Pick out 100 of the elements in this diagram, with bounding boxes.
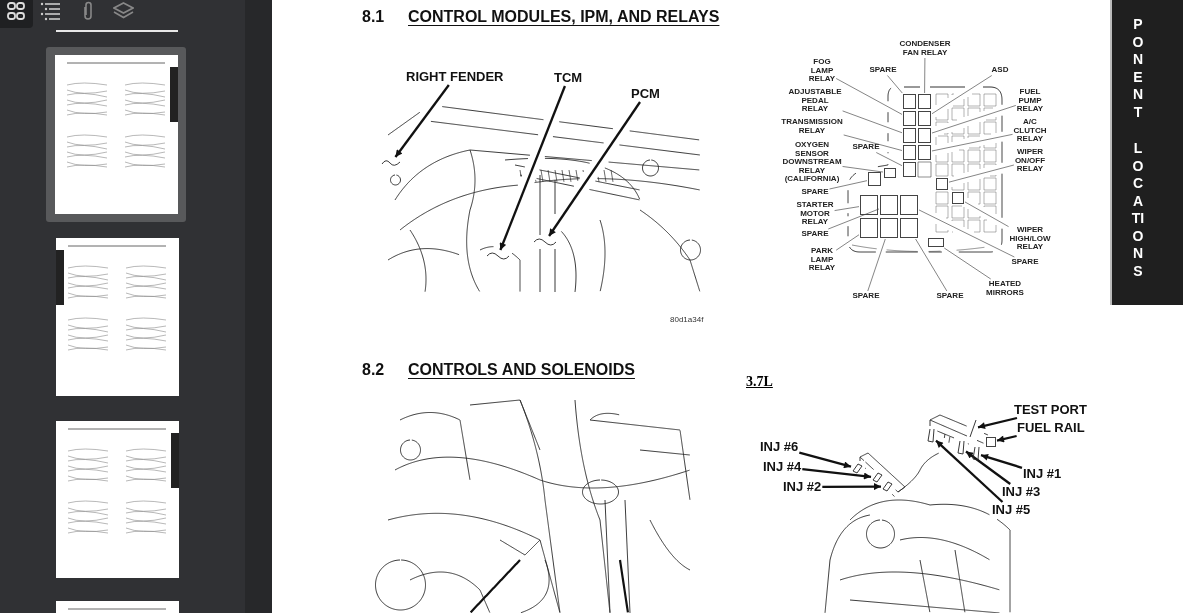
leader-line [931,134,1013,152]
leader-line [915,238,948,292]
callout-label: INJ #6 [760,440,799,454]
leader-arrow [802,468,872,480]
section-tab-text: PONENT [1131,16,1145,121]
part-drawing [486,251,510,261]
callout-label: INJ #5 [992,503,1031,517]
leader-arrow [935,439,1004,503]
callout-label: SPARE [852,143,880,152]
relay-box [918,94,931,109]
leader-line [828,208,880,230]
callout-label: SPARE [801,230,829,239]
relay-box [880,195,898,215]
leader-line [875,152,903,166]
leader-line [918,209,1015,258]
relay-box [903,128,916,143]
part-drawing [872,472,883,483]
leader-line [835,234,860,251]
callout-label: TEST PORT [1014,403,1087,417]
leader-line [931,75,993,114]
relay-box [900,218,918,238]
callout-label: RIGHT FENDER [406,70,504,84]
leader-arrow [977,416,1018,430]
leader-arrow [548,101,641,237]
relay-box [860,195,878,215]
section-tab-text: LOCATIONS [1131,140,1145,280]
callout-label: TRANSMISSION RELAY [781,118,843,135]
callout-label: WIPER HIGH/LOW RELAY [1009,226,1051,252]
leader-arrow [799,451,852,469]
callout-label: SPARE [852,292,880,301]
callout-label: CONDENSER FAN RELAY [899,40,951,57]
callout-label: INJ #3 [1002,485,1041,499]
part-drawing [926,428,935,443]
callout-label: FOG LAMP RELAY [808,58,836,84]
figure-code: 80d1a34f [670,315,704,324]
part-drawing [956,440,965,455]
callout-label: SPARE [936,292,964,301]
leader-line [931,105,1017,134]
relay-box [952,192,964,204]
relay-box [986,437,996,447]
section-heading: CONTROL MODULES, IPM, AND RELAYS [408,8,720,26]
callout-label: A/C CLUTCH RELAY [1013,118,1047,144]
leader-arrow [996,434,1017,443]
part-drawing [882,481,893,492]
relay-box [884,168,896,178]
leader-arrow [980,453,1023,469]
section-number: 8.1 [362,8,385,26]
relay-box [903,111,916,126]
relay-box [918,145,931,160]
leader-line [842,166,884,173]
section-heading: CONTROLS AND SOLENOIDS [408,361,635,379]
part-drawing [533,237,557,247]
callout-label: SPARE [801,188,829,197]
relay-box [880,218,898,238]
relay-box [936,178,948,190]
callout-label: HEATED MIRRORS [986,280,1024,297]
callout-label: FUEL PUMP RELAY [1016,88,1044,114]
relay-box [860,218,878,238]
leader-line [964,201,1009,227]
leader-line [867,238,886,292]
relay-box [903,94,916,109]
relay-box [918,128,931,143]
callout-label: INJ #1 [1023,467,1062,481]
callout-label: INJ #4 [763,460,802,474]
callout-label: INJ #2 [783,480,822,494]
relay-box [918,111,931,126]
leader-line [943,247,992,280]
leader-line [834,206,860,211]
leader-line [924,57,926,94]
callout-label: SPARE [1011,258,1039,267]
leader-line [948,164,1015,183]
callout-label: ASD [991,66,1009,75]
leader-line [843,134,903,151]
callout-label: SPARE [869,66,897,75]
leader-arrow [499,85,566,251]
leader-line [835,78,903,115]
leader-line [842,110,903,134]
leader-line [829,180,868,190]
leader-arrow [394,84,450,158]
part-drawing [852,463,863,474]
leader-arrow [822,483,881,491]
callout-label: TCM [554,71,583,85]
part-drawing [971,446,980,461]
callout-label: PARK LAMP RELAY [808,247,836,273]
callout-label: STARTER MOTOR RELAY [796,201,834,227]
relay-box [928,238,944,247]
leader-line [887,75,903,94]
callout-label: OXYGEN SENSOR DOWNSTREAM RELAY (CALIFORNIA) [782,141,842,184]
section-number: 8.2 [362,361,385,379]
relay-box [903,145,916,160]
relay-box [900,195,918,215]
callout-label: FUEL RAIL [1017,421,1085,435]
part-drawing [381,158,401,168]
callout-label: ADJUSTABLE PEDAL RELAY [788,88,842,114]
callout-label: WIPER ON/OFF RELAY [1014,148,1046,174]
part-drawing [969,419,977,438]
relay-box [868,172,881,186]
relay-box [903,162,916,177]
leader-arrow [965,450,1011,485]
engine-size-heading: 3.7L [746,374,773,390]
